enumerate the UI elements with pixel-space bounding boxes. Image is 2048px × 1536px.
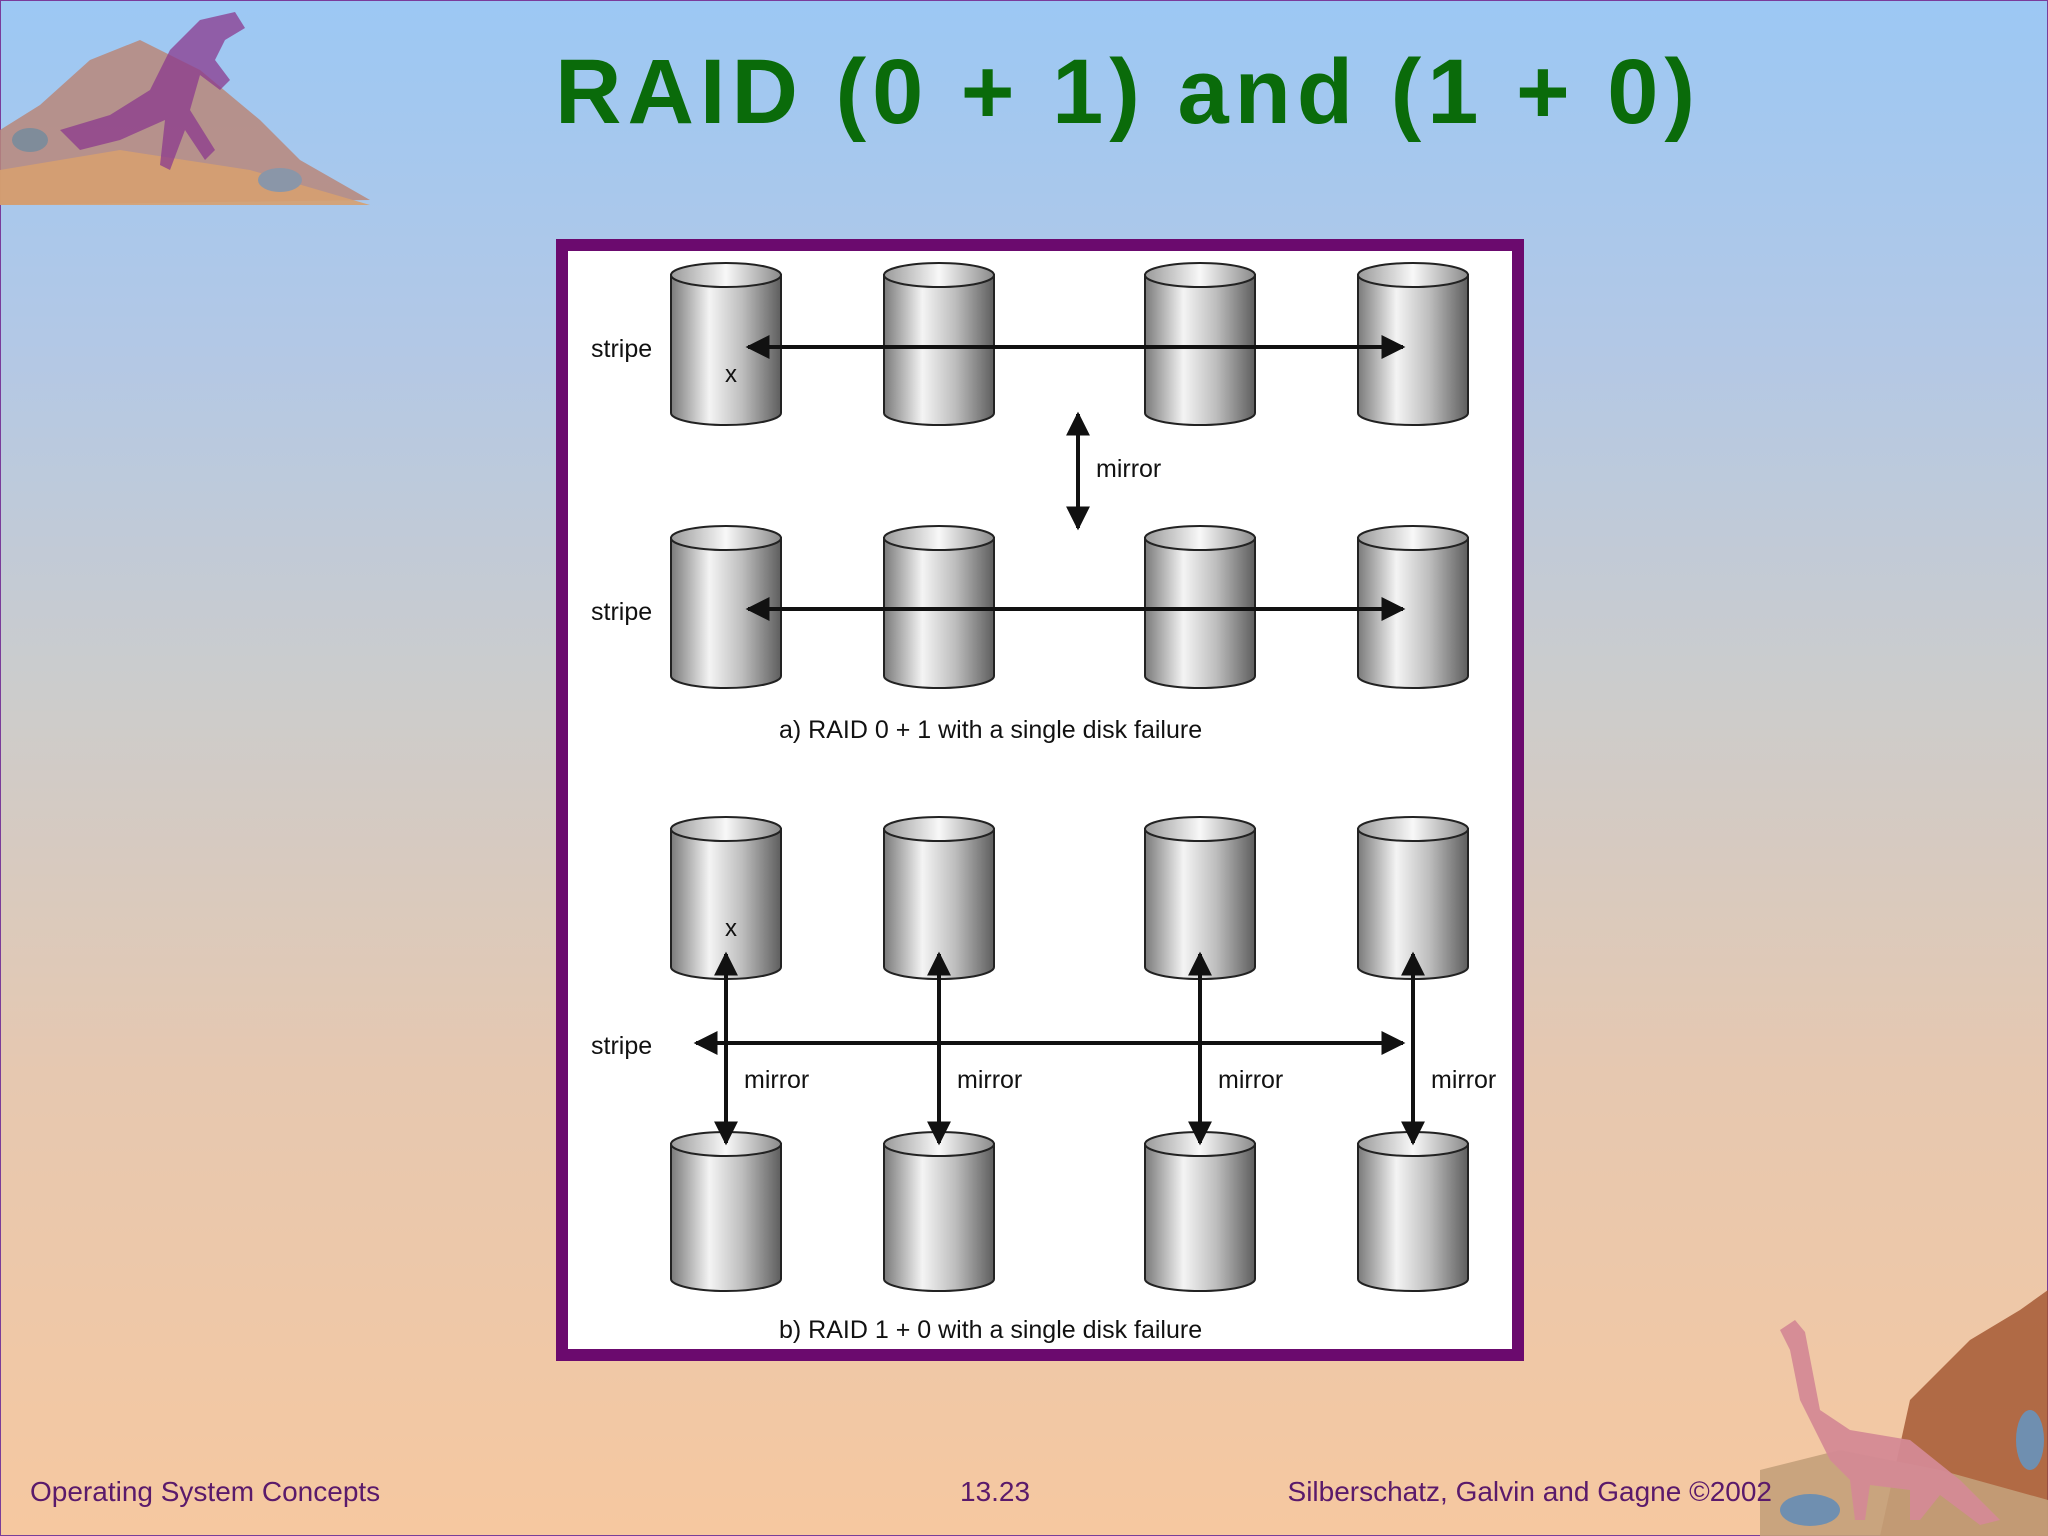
- caption-a: a) RAID 0 + 1 with a single disk failure: [779, 716, 1202, 744]
- mirror-label: mirror: [1431, 1066, 1496, 1094]
- mirror-label: mirror: [957, 1066, 1022, 1094]
- disk-icon: [1357, 1131, 1469, 1292]
- mirror-label: mirror: [1096, 455, 1161, 483]
- raid-diagram-frame: stripe x mirror stripe a) RAID 0 + 1 wit…: [556, 239, 1524, 1361]
- disk-icon: [883, 262, 995, 426]
- disk-icon: [1357, 816, 1469, 980]
- disk-icon: [670, 1131, 782, 1292]
- failed-disk-marker: x: [725, 915, 737, 942]
- disk-icon: [1144, 1131, 1256, 1292]
- trex-illustration: [0, 12, 370, 205]
- disk-icon: [670, 262, 782, 426]
- disk-icon: [1144, 816, 1256, 980]
- stripe-label: stripe: [591, 598, 652, 626]
- disk-group: [670, 262, 1469, 1292]
- disk-icon: [670, 525, 782, 689]
- mirror-label: mirror: [1218, 1066, 1283, 1094]
- stripe-label: stripe: [591, 335, 652, 363]
- disk-icon: [1144, 262, 1256, 426]
- footer-copyright: Silberschatz, Galvin and Gagne ©2002: [1287, 1476, 1772, 1507]
- disk-icon: [1357, 525, 1469, 689]
- slide-title: RAID (0 + 1) and (1 + 0): [555, 41, 1702, 143]
- footer-slide-number: 13.23: [960, 1476, 1031, 1507]
- raid-diagram-svg: stripe x mirror stripe a) RAID 0 + 1 wit…: [591, 262, 1496, 1344]
- disk-icon: [883, 1131, 995, 1292]
- mirror-label: mirror: [744, 1066, 809, 1094]
- disk-icon: [1357, 262, 1469, 426]
- stripe-label: stripe: [591, 1032, 652, 1060]
- caption-b: b) RAID 1 + 0 with a single disk failure: [779, 1316, 1202, 1344]
- failed-disk-marker: x: [725, 361, 737, 388]
- disk-icon: [883, 816, 995, 980]
- raid-diagram: stripe x mirror stripe a) RAID 0 + 1 wit…: [568, 251, 1512, 1349]
- footer-course: Operating System Concepts: [30, 1476, 381, 1507]
- brontosaurus-illustration: [1760, 1290, 2048, 1536]
